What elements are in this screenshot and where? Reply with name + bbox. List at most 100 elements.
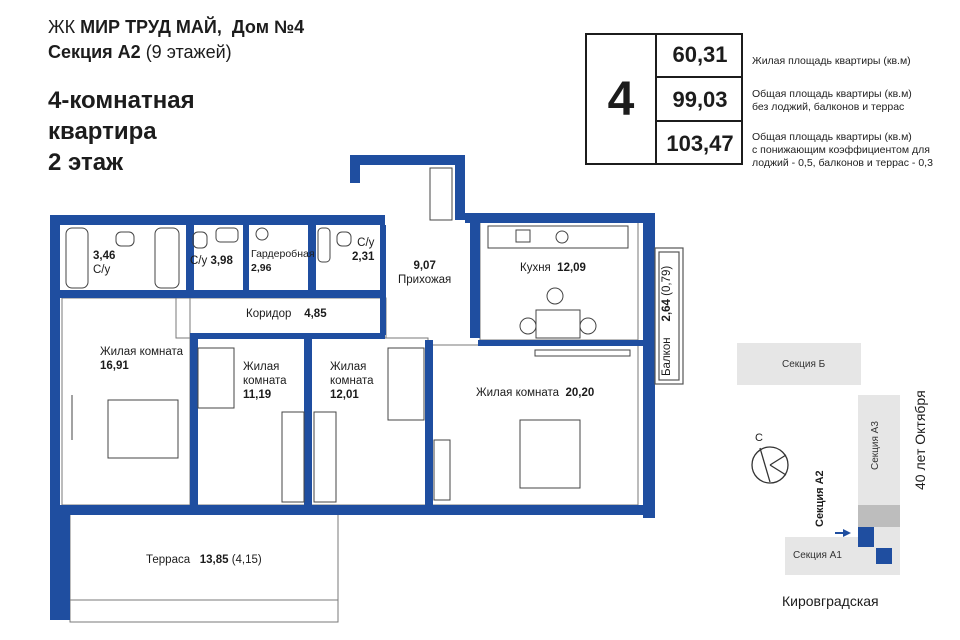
balcony-inner bbox=[658, 251, 680, 381]
bath1-area: 3,46 bbox=[93, 250, 116, 262]
desk-living2 bbox=[281, 411, 305, 503]
bath2-label: С/у 3,98 bbox=[190, 254, 233, 268]
living1-outline bbox=[61, 297, 191, 506]
compass-needle bbox=[769, 464, 787, 476]
wall-living4-west bbox=[425, 340, 433, 505]
bath1-name: С/у bbox=[93, 264, 111, 276]
wall-top-hall bbox=[350, 155, 465, 165]
shower-3 bbox=[317, 227, 331, 263]
living4-outline bbox=[429, 344, 639, 506]
desk-living4 bbox=[433, 439, 451, 501]
total-area-coef-desc: Общая площадь квартиры (кв.м) с понижающ… bbox=[752, 131, 933, 170]
sink-kitchen bbox=[515, 229, 531, 243]
kitchen-name: Кухня bbox=[520, 262, 551, 274]
building-section-a2-right bbox=[874, 527, 900, 547]
wardrobe-name: Гардеробная bbox=[251, 248, 315, 260]
apartment-title: 4-комнатная квартира 2 этаж bbox=[48, 85, 195, 178]
wall-top-mid bbox=[305, 215, 385, 225]
wall-hall-west bbox=[380, 225, 386, 335]
building-section-a3 bbox=[858, 395, 900, 505]
street-bottom-label: Кировградская bbox=[782, 593, 879, 609]
balcony-outline bbox=[654, 247, 684, 385]
balcony-label: Балкон 2,64 (0,79) bbox=[660, 266, 674, 376]
coef-desc-line: с понижающим коэффициентом для bbox=[752, 144, 930, 156]
bath3-name: С/у bbox=[357, 237, 375, 249]
wall-bath3-left bbox=[308, 225, 316, 295]
section-a2-label: Секция А2 bbox=[814, 470, 826, 527]
living4-name: Жилая комната bbox=[476, 387, 560, 399]
site-plan bbox=[737, 343, 900, 575]
terrace-outline bbox=[69, 511, 339, 623]
wall-wardrobe-left bbox=[243, 225, 249, 295]
balcony-name: Балкон bbox=[661, 337, 673, 376]
total-area-desc-line: без лоджий, балконов и террас bbox=[752, 101, 905, 113]
wall-corridor-bottom bbox=[190, 333, 385, 339]
living3-name: комната bbox=[330, 375, 374, 387]
living-area-desc: Жилая площадь квартиры (кв.м) bbox=[752, 55, 911, 67]
living3-area: 12,01 bbox=[330, 389, 359, 401]
terrace-area: 13,85 bbox=[199, 554, 229, 566]
building-section-b bbox=[737, 343, 861, 385]
section-b-label: Секция Б bbox=[782, 359, 826, 370]
total-area-desc: Общая площадь квартиры (кв.м) без лоджий… bbox=[752, 88, 912, 114]
corridor-label: Коридор 4,85 bbox=[246, 307, 327, 321]
section-label: Секция А2 bbox=[48, 42, 141, 62]
bed-living2 bbox=[197, 347, 235, 409]
highlight-section-a2 bbox=[858, 527, 874, 547]
living4-area: 20,20 bbox=[565, 387, 595, 399]
compass-icon bbox=[751, 446, 789, 484]
wall-top-kitchen bbox=[465, 213, 655, 223]
living4-label: Жилая комната 20,20 bbox=[476, 386, 594, 400]
living2-name: Жилая bbox=[243, 361, 280, 373]
terrace-name: Терраса bbox=[146, 554, 191, 566]
bathtub-1 bbox=[65, 227, 89, 289]
section-floors: (9 этажей) bbox=[145, 42, 232, 62]
complex-prefix: ЖК bbox=[48, 17, 76, 37]
chair-icon bbox=[546, 287, 564, 305]
stove-icon bbox=[555, 230, 569, 244]
hall-label: 9,07 Прихожая bbox=[398, 259, 451, 287]
house-number: Дом №4 bbox=[231, 17, 305, 37]
bath2-name: С/у bbox=[190, 255, 208, 267]
wall-hall-right bbox=[455, 155, 465, 220]
washer-icon bbox=[255, 227, 269, 241]
street-right-label: 40 лет Октября bbox=[912, 390, 928, 490]
bath1-label: 3,46 С/у bbox=[93, 249, 115, 277]
living3-name: Жилая bbox=[330, 361, 367, 373]
section-a1-label: Секция А1 bbox=[793, 550, 842, 561]
section-title: Секция А2 (9 этажей) bbox=[48, 42, 232, 63]
wall-living3-west bbox=[304, 335, 312, 505]
toilet-1 bbox=[115, 231, 135, 247]
compass-north-label: С bbox=[755, 432, 763, 444]
bed-living4 bbox=[519, 419, 581, 489]
section-a3-label: Секция А3 bbox=[870, 421, 881, 470]
chair-icon bbox=[579, 317, 597, 335]
sink-2 bbox=[215, 227, 239, 243]
terrace-label: Терраса 13,85 (4,15) bbox=[146, 553, 262, 567]
compass-needle bbox=[759, 447, 771, 483]
total-area-desc-line: Общая площадь квартиры (кв.м) bbox=[752, 88, 912, 100]
kitchen-area: 12,09 bbox=[557, 262, 586, 274]
bath3-area: 2,31 bbox=[352, 251, 375, 263]
wall-hall-left bbox=[350, 155, 360, 183]
walls bbox=[50, 155, 655, 620]
wall-living2-west bbox=[190, 335, 198, 505]
tv-stand bbox=[534, 349, 631, 357]
kitchen-outline bbox=[479, 221, 639, 341]
entrance-arrow-icon bbox=[843, 529, 851, 537]
wardrobe-label: Гардеробная 2,96 bbox=[251, 247, 315, 275]
wall-bottom bbox=[50, 505, 650, 515]
hall-area: 9,07 bbox=[413, 260, 436, 272]
summary-divider-1 bbox=[657, 76, 743, 78]
complex-name: МИР ТРУД МАЙ, bbox=[80, 17, 222, 37]
bath3-label: С/у 2,31 bbox=[352, 236, 374, 264]
building-section-a1 bbox=[785, 537, 858, 575]
apartment-word: квартира bbox=[48, 118, 157, 145]
total-area-value: 99,03 bbox=[672, 87, 728, 112]
rooms-count: 4 bbox=[587, 33, 657, 165]
wall-corridor-top bbox=[60, 290, 380, 298]
bed-living1 bbox=[107, 399, 179, 459]
wall-top-left bbox=[50, 215, 305, 225]
coef-desc-line: Общая площадь квартиры (кв.м) bbox=[752, 131, 912, 143]
balcony-area: 2,64 bbox=[661, 299, 673, 322]
